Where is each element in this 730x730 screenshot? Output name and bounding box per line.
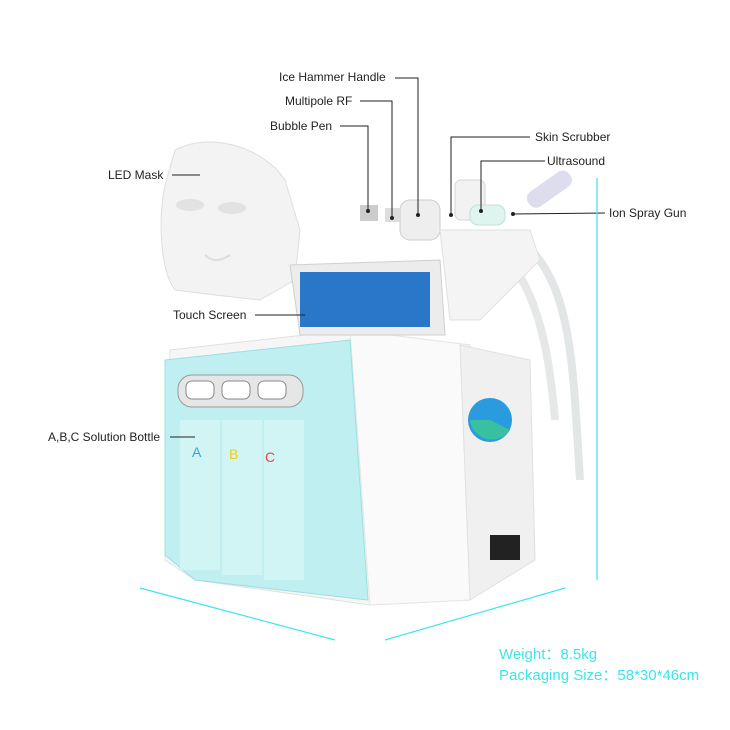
packaging-size-spec: Packaging Size：58*30*46cm — [499, 667, 700, 684]
dimension-lines — [139, 178, 598, 641]
label-touch-screen: Touch Screen — [173, 308, 247, 322]
bottle-c-letter: C — [265, 449, 276, 465]
label-multipole-rf: Multipole RF — [285, 94, 353, 108]
led-mask-image — [160, 141, 301, 301]
label-ion-spray-gun: Ion Spray Gun — [609, 206, 687, 220]
label-ultrasound: Ultrasound — [547, 154, 606, 168]
machine-body — [164, 259, 536, 606]
bottle-a-letter: A — [192, 444, 202, 460]
label-led-mask: LED Mask — [108, 168, 164, 182]
label-skin-scrubber: Skin Scrubber — [535, 130, 611, 144]
callout-lines — [170, 77, 606, 438]
label-ice-hammer-handle: Ice Hammer Handle — [279, 70, 386, 84]
handpieces — [360, 170, 584, 481]
bottle-b-letter: B — [229, 446, 239, 462]
label-bubble-pen: Bubble Pen — [270, 119, 333, 133]
weight-spec: Weight：8.5kg — [499, 646, 598, 663]
label-solution-bottle: A,B,C Solution Bottle — [48, 430, 161, 444]
